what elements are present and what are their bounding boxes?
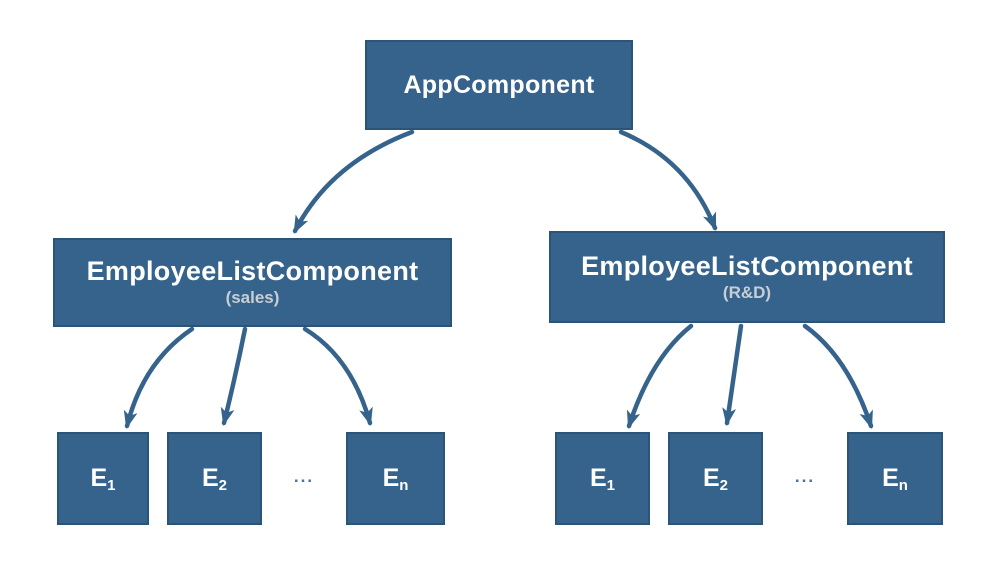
node-employee-list-sales: EmployeeListComponent (sales) [53, 238, 452, 327]
ellipsis-rnd: ... [794, 467, 816, 486]
edge-sales-to-e2 [220, 326, 248, 426]
edge-rnd-to-en [802, 323, 874, 429]
employee-base-text: E [589, 464, 607, 492]
group-subtitle-rnd: (R&D) [722, 282, 772, 302]
employee-base-text: E [702, 464, 720, 492]
node-employee-en-sales: En [346, 432, 445, 525]
employee-subscript: n [898, 476, 908, 494]
employee-label: E1 [90, 464, 115, 493]
edge-rnd-to-e1 [626, 323, 694, 429]
node-employee-e2-rnd: E2 [668, 432, 763, 525]
employee-subscript: 1 [107, 476, 116, 494]
group-title-sales: EmployeeListComponent [86, 256, 419, 287]
group-subtitle-sales: (sales) [225, 288, 280, 308]
employee-label: E1 [590, 464, 615, 493]
employee-subscript: 1 [606, 476, 616, 494]
node-employee-e2-sales: E2 [167, 432, 262, 525]
ellipsis-sales: ... [293, 467, 315, 486]
edge-app-to-rnd [618, 129, 718, 231]
employee-base-text: E [382, 464, 400, 492]
node-employee-en-rnd: En [847, 432, 943, 525]
employee-subscript: 2 [719, 476, 729, 494]
employee-base-text: E [201, 464, 219, 492]
node-employee-e1-sales: E1 [57, 432, 149, 525]
edge-sales-to-en [302, 326, 373, 426]
app-component-label: AppComponent [403, 70, 595, 99]
group-title-rnd: EmployeeListComponent [581, 250, 913, 281]
employee-label: E2 [202, 464, 227, 493]
node-employee-e1-rnd: E1 [555, 432, 650, 525]
node-employee-list-rnd: EmployeeListComponent (R&D) [549, 231, 945, 323]
employee-label: E2 [703, 464, 728, 493]
employee-subscript: n [399, 476, 409, 494]
employee-base-text: E [882, 464, 899, 492]
node-app-component: AppComponent [365, 40, 633, 130]
employee-subscript: 2 [218, 476, 228, 494]
edge-app-to-sales [292, 129, 415, 234]
edge-rnd-to-e2 [722, 323, 744, 426]
edge-sales-to-e1 [123, 326, 195, 429]
employee-label: En [383, 464, 409, 493]
employee-base-text: E [90, 464, 108, 492]
employee-label: En [882, 464, 908, 493]
